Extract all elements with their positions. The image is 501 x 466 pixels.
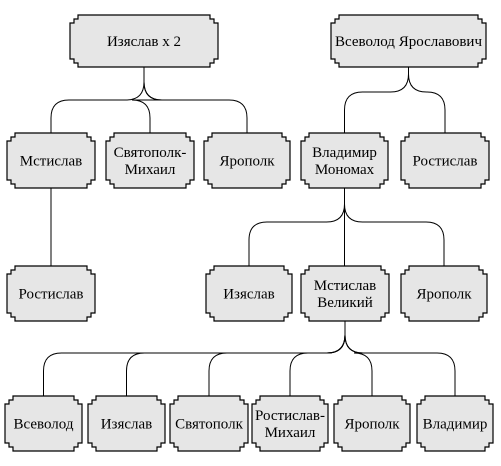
node-label: Ростислав	[19, 287, 84, 303]
node-label: Изяслав	[101, 417, 153, 433]
node-frame	[6, 265, 96, 322]
node-label: Мономах	[315, 162, 375, 178]
node-label: Ярополк	[416, 287, 472, 303]
node-frame	[251, 395, 329, 452]
node-label: Изяслав	[223, 287, 275, 303]
node-frame	[69, 14, 219, 68]
connector-vsevolod-yaroslavovich-to-rostislav-1	[408, 67, 446, 133]
connector-mstislav-velikiy-to-iziaslav-3	[126, 321, 346, 396]
node-label: Владимир	[312, 145, 377, 161]
node-svyatopolk: Святополк	[169, 395, 249, 452]
node-rostislav-1: Ростислав	[400, 132, 490, 189]
node-yaropolk-2: Ярополк	[400, 265, 488, 322]
node-label: Михаил	[125, 162, 176, 178]
node-yaropolk-1: Ярополк	[203, 132, 291, 189]
node-label: Мстислав	[314, 278, 376, 294]
node-frame	[416, 395, 494, 452]
node-frame	[400, 265, 488, 322]
node-frame	[333, 395, 411, 452]
node-frame	[169, 395, 249, 452]
node-frame	[300, 132, 389, 189]
connector-vladimir-monomakh-to-yaropolk-2	[344, 188, 445, 266]
node-frame	[400, 132, 490, 189]
connector-mstislav-velikiy-to-svyatopolk	[208, 321, 346, 396]
node-label: Великий	[317, 295, 373, 311]
node-svyatopolk-mikhail: Святополк-Михаил	[105, 132, 195, 189]
connector-mstislav-velikiy-to-vsevolod	[43, 321, 346, 396]
connector-iziaslav-x2-to-mstislav-1	[50, 67, 145, 133]
node-frame	[203, 132, 291, 189]
node-vsevolod: Всеволод	[4, 395, 83, 452]
connector-mstislav-velikiy-to-yaropolk-3	[344, 321, 373, 396]
node-label: Михаил	[265, 425, 316, 441]
node-label: Ярополк	[219, 154, 275, 170]
node-iziaslav-3: Изяслав	[87, 395, 166, 452]
connector-mstislav-velikiy-to-vladimir	[344, 321, 456, 396]
node-frame	[6, 132, 96, 189]
node-label: Ростислав-	[255, 408, 325, 424]
node-frame	[300, 265, 390, 322]
node-label: Ростислав	[413, 154, 478, 170]
node-frame	[4, 395, 83, 452]
node-label: Ярополк	[344, 417, 400, 433]
node-label: Святополк-	[114, 145, 187, 161]
node-iziaslav-2: Изяслав	[205, 265, 293, 322]
node-label: Мстислав	[20, 154, 82, 170]
connector-mstislav-velikiy-to-rostislav-mikhail	[289, 321, 346, 396]
node-label: Владимир	[423, 417, 488, 433]
node-frame	[205, 265, 293, 322]
node-frame	[87, 395, 166, 452]
connector-iziaslav-x2-to-yaropolk-1	[143, 67, 248, 133]
node-yaropolk-3: Ярополк	[333, 395, 411, 452]
node-vsevolod-yaroslavovich: Всеволод Ярославович	[330, 14, 487, 68]
node-frame	[330, 14, 487, 68]
node-frame	[105, 132, 195, 189]
node-mstislav-1: Мстислав	[6, 132, 96, 189]
node-vladimir: Владимир	[416, 395, 494, 452]
connector-vsevolod-yaroslavovich-to-vladimir-monomakh	[344, 67, 409, 133]
node-rostislav-2: Ростислав	[6, 265, 96, 322]
connector-vladimir-monomakh-to-iziaslav-2	[248, 188, 345, 266]
node-label: Изяслав х 2	[107, 34, 181, 50]
node-label: Святополк	[175, 417, 243, 433]
node-rostislav-mikhail: Ростислав-Михаил	[251, 395, 329, 452]
node-label: Всеволод Ярославович	[335, 34, 482, 50]
connector-lines	[43, 67, 456, 396]
node-iziaslav-x2: Изяслав х 2	[69, 14, 219, 68]
node-label: Всеволод	[14, 417, 74, 433]
